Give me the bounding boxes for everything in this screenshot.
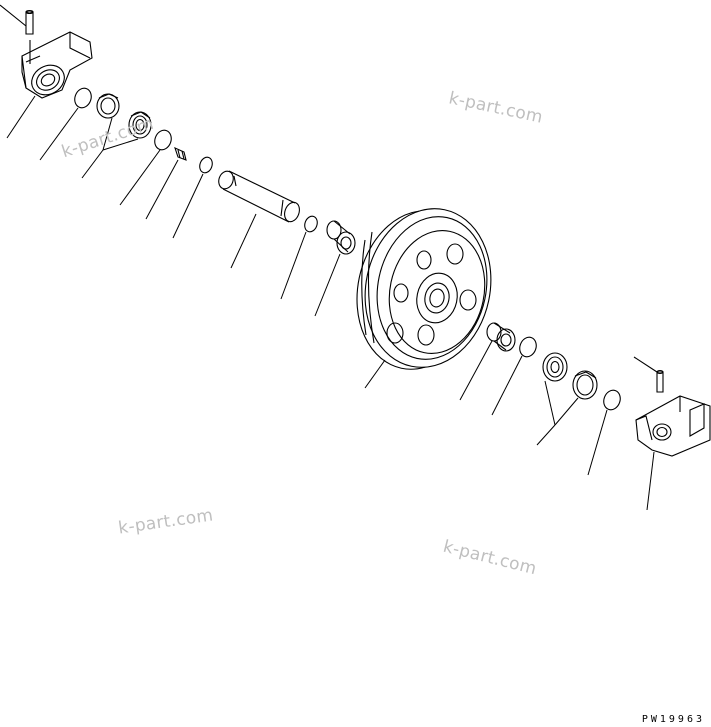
leader-lines [7,96,654,510]
bushing-right [487,323,515,351]
o-ring-6 [601,388,623,412]
floating-seal-2 [129,112,151,138]
left-pin [0,5,33,34]
floating-seal-4 [573,371,597,399]
o-ring-5 [517,335,539,359]
floating-seal-3 [543,353,567,381]
o-ring-3 [198,155,215,174]
idler-wheel [343,197,506,381]
o-ring-4 [303,214,320,233]
floating-seal-1 [97,94,119,118]
right-pin [634,357,663,392]
plug [175,148,186,160]
o-ring-2 [152,128,174,152]
o-ring-1 [72,86,94,110]
drawing-code: PW19963 [641,714,705,725]
bushing-left [327,221,355,254]
left-bracket [22,32,92,101]
shaft [216,169,302,224]
right-bracket [636,396,710,456]
